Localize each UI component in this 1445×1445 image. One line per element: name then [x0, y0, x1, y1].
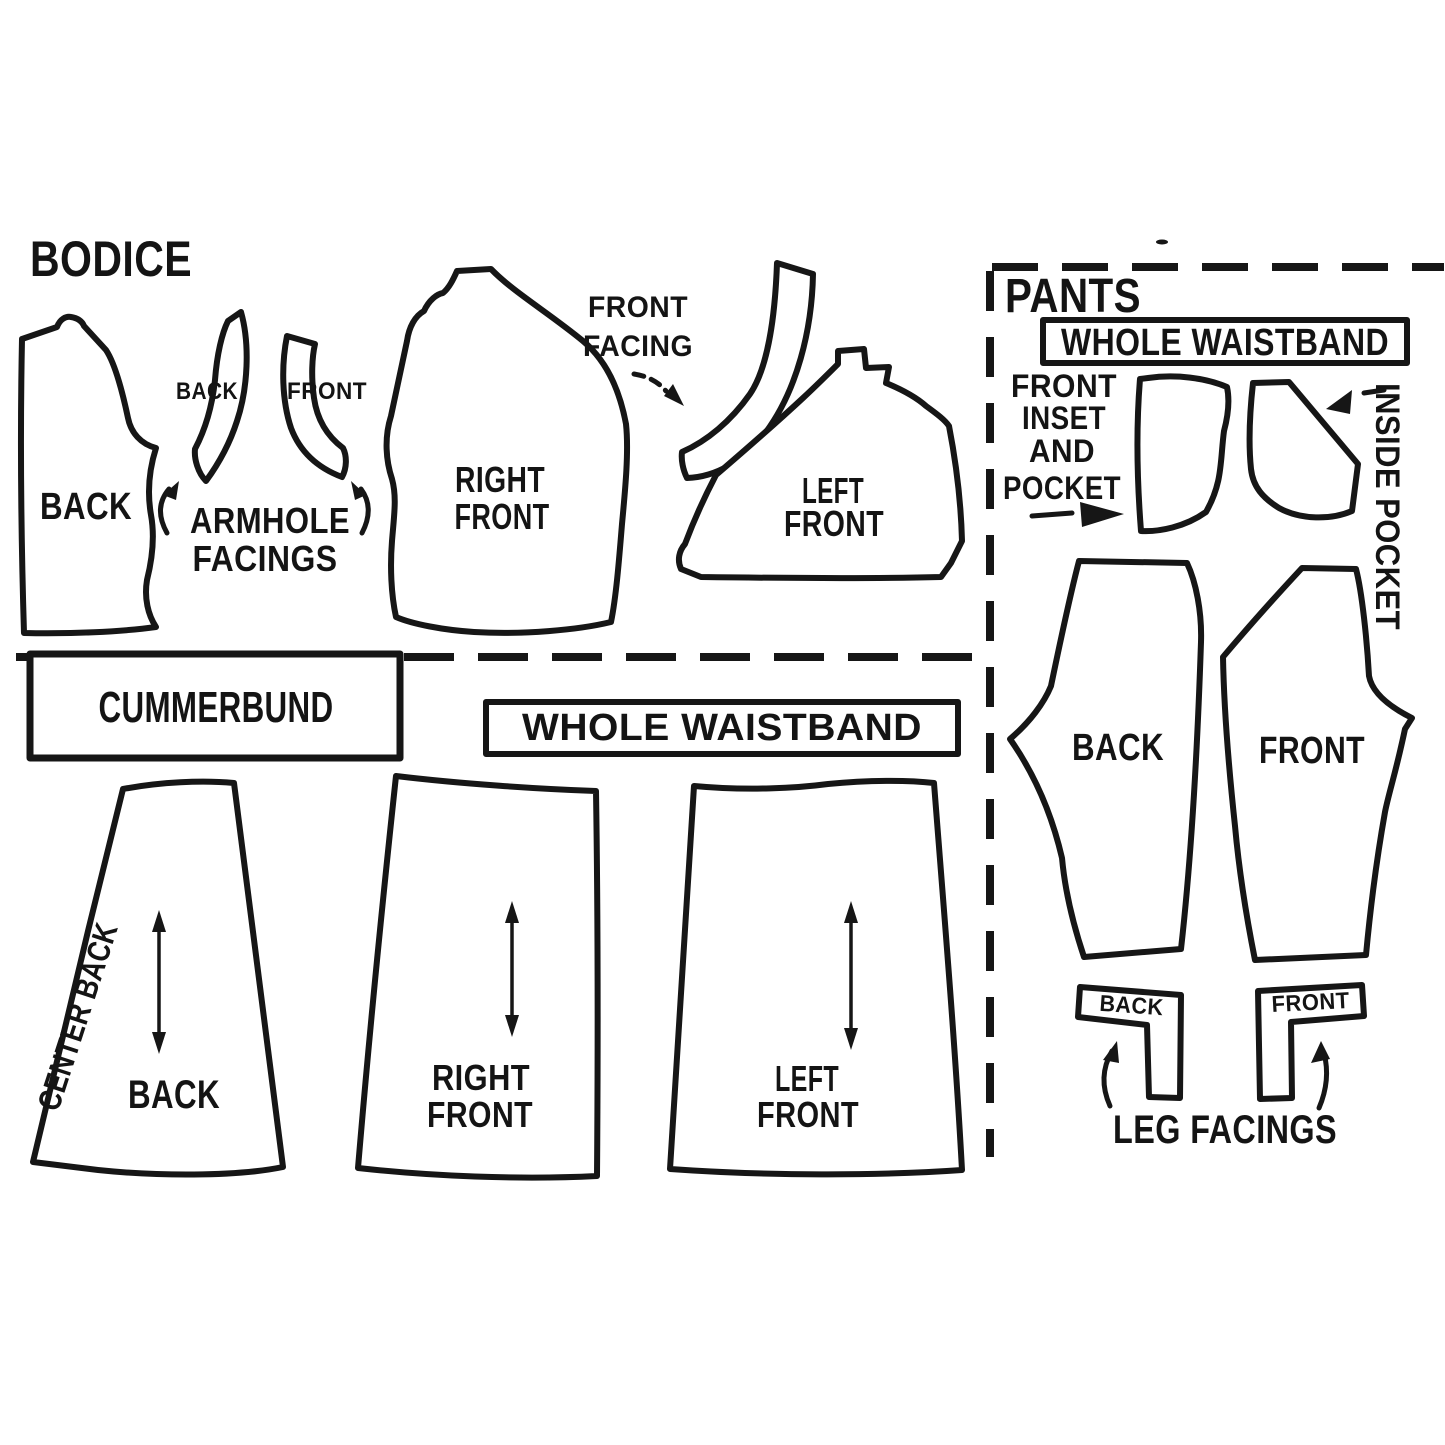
- front-facing-pointer-arrow: [631, 371, 669, 394]
- front-inset-caption-line2: INSET: [1022, 400, 1106, 436]
- bodice-right-front-piece: [383, 266, 631, 636]
- armhole-facings-arrowhead-left: [163, 481, 179, 500]
- grain-line-arrow: [844, 901, 858, 1050]
- skirt-back-label: BACK: [128, 1073, 220, 1117]
- bodice-right-front-label-line1: RIGHT: [455, 459, 545, 500]
- leg-facing-front-pointer-arrow: [1316, 1050, 1330, 1111]
- front-facing-pointer-arrowhead: [664, 384, 684, 406]
- armhole-facings-arrowhead-right: [351, 481, 366, 500]
- front-inset-caption-line3: AND: [1029, 433, 1095, 469]
- bodice-left-front-label-line1: LEFT: [802, 470, 864, 511]
- front-facing-caption-line2: FACING: [583, 330, 693, 363]
- inside-pocket-pointer-arrowhead: [1326, 390, 1352, 414]
- skirt-section: CENTER BACK BACK RIGHT FRONT LEFT FRONT: [30, 773, 965, 1181]
- pants-back-label: BACK: [1072, 727, 1164, 769]
- skirt-left-front-label-line2: FRONT: [757, 1094, 859, 1135]
- bodice-left-front-label-line2: FRONT: [784, 503, 884, 544]
- armhole-facing-front-piece: [280, 333, 349, 480]
- leg-facing-back-piece: [1075, 984, 1184, 1101]
- pants-waistband-label: WHOLE WAISTBAND: [1061, 322, 1389, 364]
- leg-facing-front-label: FRONT: [1271, 987, 1350, 1017]
- stray-ink-mark: [1156, 239, 1168, 245]
- cummerbund-box: [26, 650, 404, 762]
- skirt-left-front-piece: [667, 777, 965, 1178]
- front-facing-piece: [678, 260, 816, 481]
- skirt-right-front-piece: [355, 773, 601, 1181]
- leg-facings-caption: LEG FACINGS: [1113, 1108, 1337, 1152]
- bodice-section-title: BODICE: [30, 231, 192, 287]
- skirt-waistband-box: [483, 699, 961, 757]
- armhole-facings-arrow-right: [358, 486, 371, 536]
- front-facing-caption-line1: FRONT: [588, 291, 688, 324]
- inside-pocket-caption: INSIDE POCKET: [1368, 383, 1406, 630]
- pants-front-piece: [1220, 565, 1415, 963]
- armhole-facing-front-label: FRONT: [287, 378, 367, 405]
- pants-front-label: FRONT: [1259, 730, 1365, 772]
- pants-back-piece: [1007, 558, 1205, 960]
- skirt-left-front-label-line1: LEFT: [775, 1058, 839, 1099]
- leg-facing-back-label: BACK: [1099, 990, 1165, 1020]
- inside-pocket-pointer-arrow: [1361, 387, 1387, 396]
- armhole-facing-back-label: BACK: [176, 378, 238, 405]
- bodice-back-piece: [17, 313, 159, 637]
- armhole-facings-caption-line1: ARMHOLE: [190, 500, 350, 541]
- front-inset-pocket-piece: [1134, 373, 1232, 535]
- skirt-right-front-label-line2: FRONT: [427, 1094, 533, 1135]
- skirt-right-front-label-line1: RIGHT: [432, 1057, 530, 1098]
- bodice-right-front-label-line2: FRONT: [455, 496, 550, 537]
- skirt-waistband-label: WHOLE WAISTBAND: [522, 707, 922, 749]
- armhole-facing-back-piece: [191, 309, 250, 484]
- grain-line-arrow: [505, 901, 519, 1037]
- front-inset-caption-line1: FRONT: [1011, 368, 1117, 404]
- pants-section: PANTS WHOLE WAISTBAND FRONT INSET AND PO…: [1003, 270, 1415, 1152]
- leg-facing-back-pointer-arrowhead: [1103, 1041, 1119, 1063]
- bodice-back-label: BACK: [40, 486, 132, 528]
- inside-pocket-piece: [1246, 379, 1361, 521]
- bodice-left-front-piece: [675, 346, 965, 582]
- front-inset-pointer-arrow: [1029, 510, 1075, 519]
- front-inset-pointer-arrowhead: [1080, 502, 1124, 527]
- leg-facing-front-pointer-arrowhead: [1311, 1041, 1330, 1063]
- armhole-facings-caption-line2: FACINGS: [193, 538, 338, 579]
- grain-line-arrow: [152, 910, 166, 1054]
- cummerbund-label: CUMMERBUND: [99, 683, 334, 732]
- front-inset-caption-line4: POCKET: [1003, 470, 1121, 506]
- leg-facing-front-piece: [1255, 982, 1367, 1102]
- pants-waistband-box: [1040, 317, 1410, 366]
- pants-section-title: PANTS: [1005, 270, 1141, 323]
- bodice-section: BODICE BACK BACK FRONT ARMHOLE FACINGS R…: [17, 231, 965, 637]
- waist-section: CUMMERBUND WHOLE WAISTBAND: [26, 650, 961, 762]
